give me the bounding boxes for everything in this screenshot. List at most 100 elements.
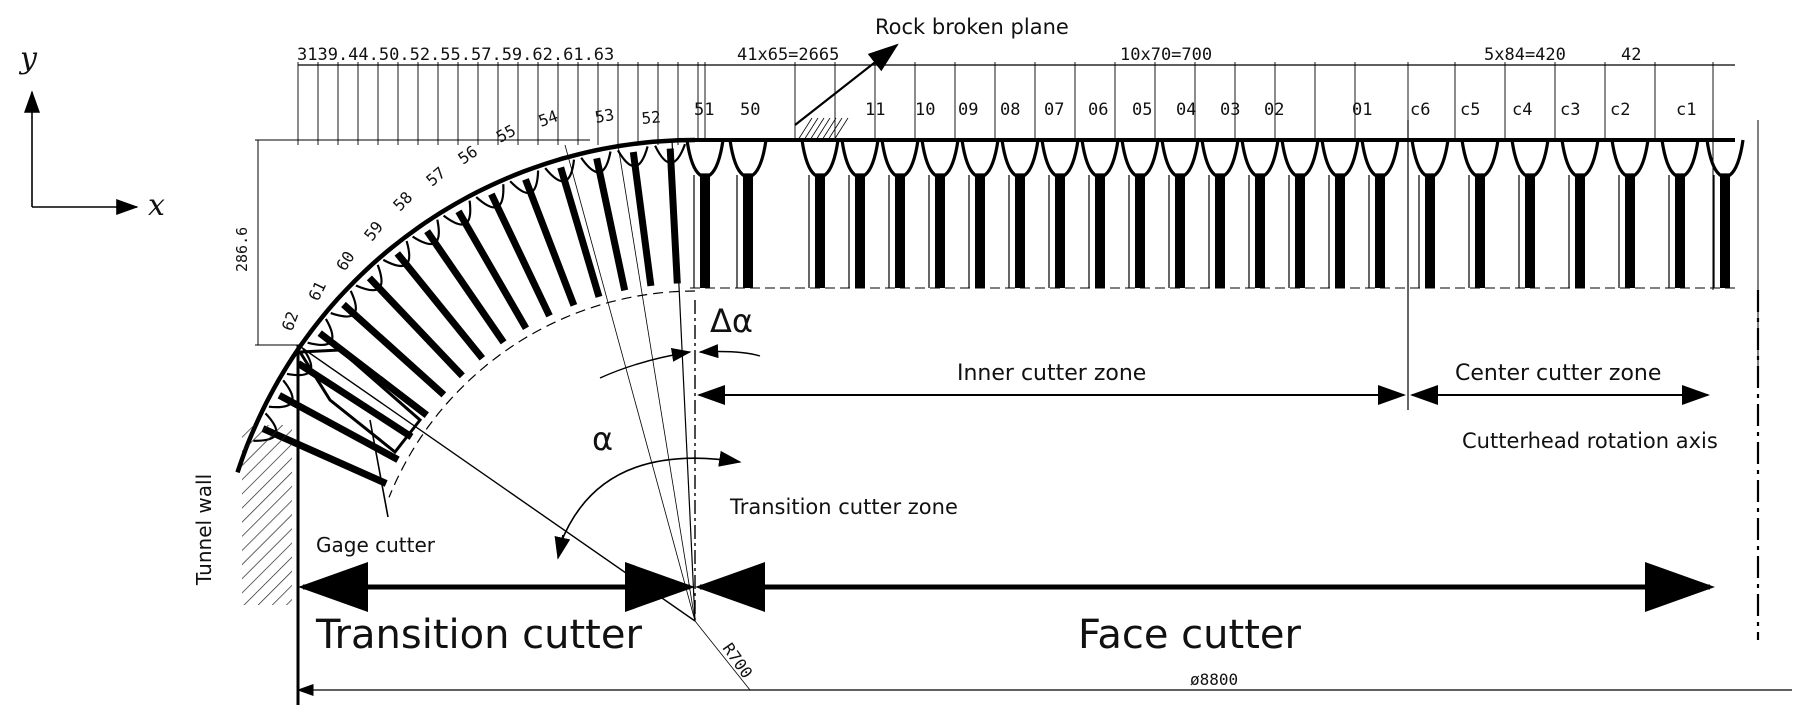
cutter-number: 55 [493,121,519,147]
transition-cutter-ring [616,146,649,168]
rock-hatch [809,117,825,141]
cutter-saddle [895,175,905,288]
cutter-number: c4 [1512,100,1532,120]
transition-disc-cutter [455,209,530,331]
diameter-dim: ø8800 [1190,670,1238,689]
cutter-saddle [1215,175,1225,288]
rock-plane-arrow [794,43,899,126]
disc-cutter [1160,139,1200,177]
cutter-number: 58 [389,188,416,215]
cutter-saddle [935,175,945,288]
cutter-number: 02 [1264,100,1284,120]
radius-dim: R700 [719,639,757,681]
radial-lines [297,120,1760,691]
spacing-seq: 3139.44.50.52.55.57.59.62.61.63 [297,45,614,65]
cutter-number: 08 [1000,100,1020,120]
cutter-position-ticks [297,62,1714,145]
cutter-saddle [1425,175,1435,288]
cutter-number: 05 [1132,100,1152,120]
cutter-number: 01 [1352,100,1372,120]
rock-hatch [803,117,819,141]
height-dim-label: 286.6 [233,227,251,272]
disc-cutter [1200,139,1240,177]
transition-zone-label: Transition cutter zone [729,495,958,519]
disc-cutter [1660,139,1700,177]
inner-zone-label: Inner cutter zone [957,361,1146,386]
cutter-saddle [1335,175,1345,288]
cutter-number: c5 [1460,100,1480,120]
rock-broken-plane-label: Rock broken plane [875,15,1069,39]
disc-cutter [1280,139,1320,177]
cutter-saddle [975,175,985,288]
transition-disc-cutter [522,178,578,307]
transition-disc-cutter [424,229,507,345]
cutter-saddle [1295,175,1305,288]
transition-cutter-ring [544,159,576,183]
transition-disc-cutter [317,330,429,418]
rock-hatch [797,117,813,141]
cutter-saddle [1055,175,1065,288]
disc-cutter [685,139,725,177]
disc-cutter [728,139,768,177]
cutter-number: c1 [1676,100,1696,120]
disc-cutter [1460,139,1500,177]
center-zone-label: Center cutter zone [1455,361,1661,386]
cutter-number: 51 [694,100,714,120]
disc-cutter [920,139,960,177]
disc-cutter [1705,139,1745,177]
x-axis-label: x [148,188,165,223]
rock-hatch [827,117,843,141]
cutter-number: 06 [1088,100,1108,120]
spacing-transition: 41x65=2665 [737,45,839,65]
transition-cutter-ring [286,348,313,377]
disc-cutter [1120,139,1160,177]
cutter-saddle [1015,175,1025,288]
cutter-saddle [815,175,825,288]
disc-cutter [1040,139,1080,177]
transition-disc-cutter [593,157,629,292]
gage-leader [369,419,389,518]
gage-cutter-label: Gage cutter [316,533,436,557]
transition-cutter-ring [442,200,472,226]
transition-disc-cutter [488,192,553,318]
cutter-number: 50 [740,100,760,120]
tunnel-wall: Tunnel wall [192,345,300,705]
cutter-number: 59 [360,218,387,245]
zone-arrows [296,385,1792,696]
coordinate-legend: y x [18,41,165,223]
disc-cutter [880,139,920,177]
cutter-saddle [1575,175,1585,288]
inner-profile-arc [388,290,696,498]
disc-cutter [1610,139,1650,177]
face-cutter-title: Face cutter [1078,612,1301,658]
disc-cutter [1560,139,1600,177]
rock-hatch [821,117,837,141]
cutter-number: 57 [422,163,449,190]
transition-cutter-title: Transition cutter [315,612,642,658]
transition-cutter-ring [654,143,687,164]
disc-cutter [1410,139,1450,177]
cutter-saddle [855,175,865,288]
transition-cutter-ring [330,290,357,318]
disc-cutter [1510,139,1550,177]
transition-cutter-ring [580,151,612,174]
rock-hatch [833,117,849,141]
cutter-saddle [1720,175,1730,288]
transition-disc-cutter [557,166,603,298]
disc-cutter [1080,139,1120,177]
transition-cutter-arc [235,137,696,498]
transition-disc-cutter [366,275,465,379]
disc-cutter [800,139,840,177]
cutter-saddle [1255,175,1265,288]
cutter-saddle [1095,175,1105,288]
gage-cutter-block [297,348,423,455]
cutter-number: 04 [1176,100,1196,120]
cutter-saddle [1475,175,1485,288]
cutter-saddle [1625,175,1635,288]
cutter-number: 61 [305,278,331,304]
transition-cutter-ring [412,219,440,246]
disc-cutter [1320,139,1360,177]
cutter-saddle [1175,175,1185,288]
